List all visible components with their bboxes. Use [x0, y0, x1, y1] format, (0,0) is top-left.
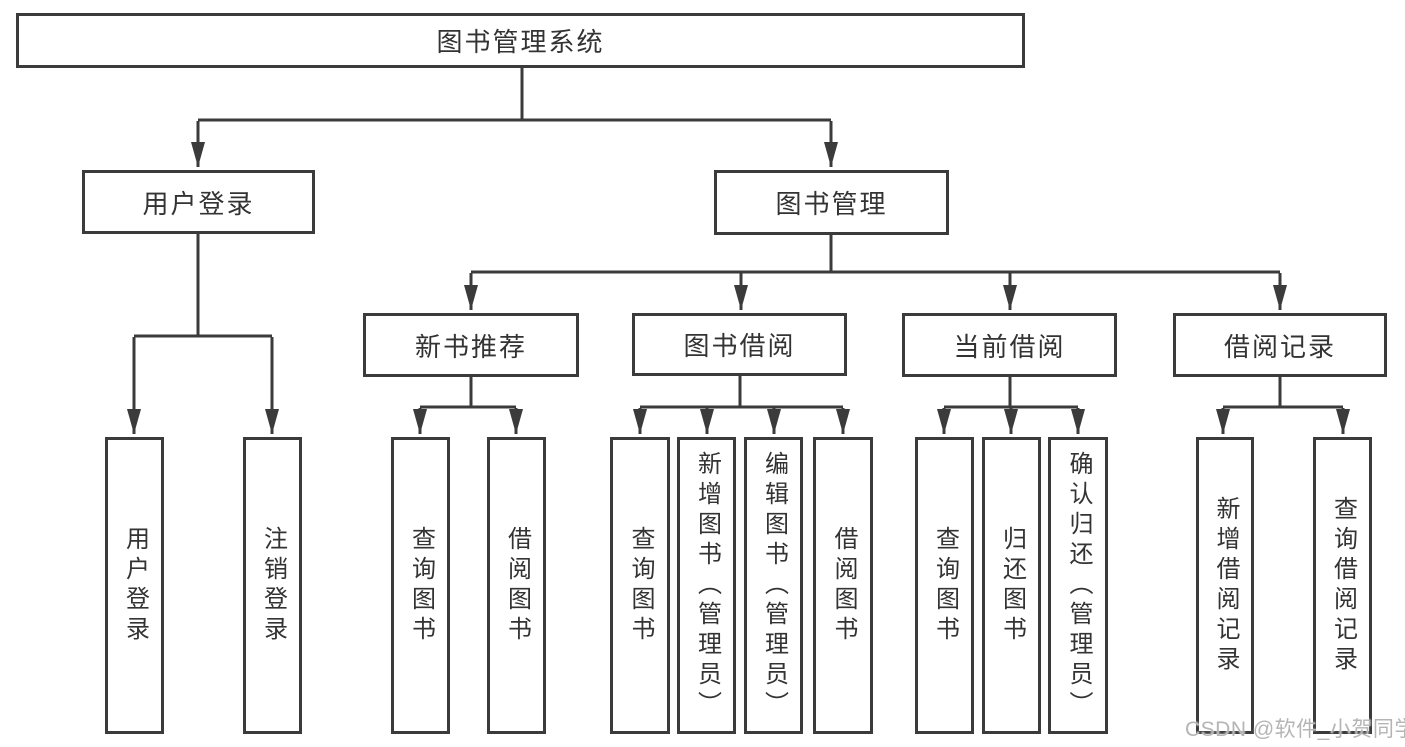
watermark: CSDN @软件_小贺同学 [1185, 718, 1405, 741]
leaf-record-add-record: 新增借阅记录 [1196, 437, 1254, 734]
leaf-current-confirm-return: 确认归还（管理员） [1048, 437, 1108, 734]
leaf-recommend-borrow-book: 借阅图书 [487, 437, 546, 734]
leaf-borrow-borrow-book: 借阅图书 [813, 437, 873, 734]
node-borrow-record: 借阅记录 [1173, 313, 1387, 377]
node-new-book-recommend: 新书推荐 [363, 313, 579, 377]
leaf-current-query-book: 查询图书 [915, 437, 974, 734]
node-current-borrow: 当前借阅 [902, 313, 1117, 377]
leaf-borrow-edit-book: 编辑图书（管理员） [744, 437, 803, 734]
leaf-user-login: 用户登录 [105, 437, 164, 734]
node-user-login: 用户登录 [82, 170, 315, 234]
leaf-current-return-book: 归还图书 [982, 437, 1041, 734]
node-book-management: 图书管理 [714, 170, 949, 235]
leaf-record-query-record: 查询借阅记录 [1313, 437, 1372, 734]
leaf-logout: 注销登录 [243, 437, 302, 734]
node-root: 图书管理系统 [16, 13, 1025, 68]
leaf-borrow-query-book: 查询图书 [610, 437, 670, 734]
leaf-recommend-query-book: 查询图书 [391, 437, 450, 734]
leaf-borrow-add-book: 新增图书（管理员） [677, 437, 736, 734]
node-book-borrow: 图书借阅 [632, 313, 847, 376]
